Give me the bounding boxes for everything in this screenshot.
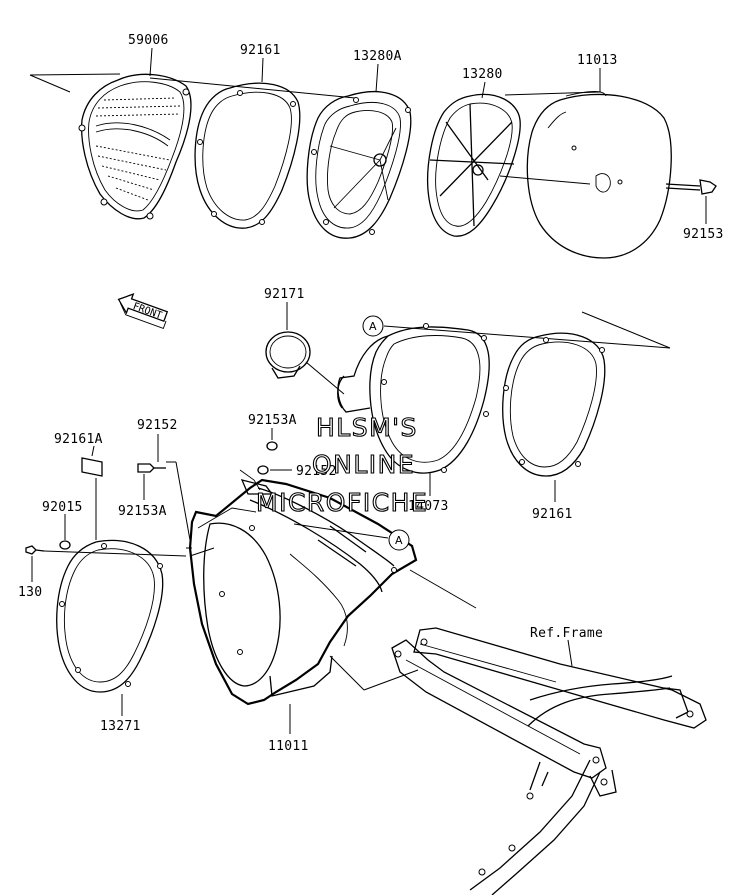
filter-holder xyxy=(306,91,412,239)
intake-duct xyxy=(337,323,490,474)
label-92153A-mid: 92153A xyxy=(248,413,297,428)
label-92153-right: 92153 xyxy=(683,227,724,242)
label-13280A: 13280A xyxy=(353,49,402,64)
label-130: 130 xyxy=(18,585,42,600)
label-ref-frame: Ref.Frame xyxy=(530,626,603,641)
label-92161-mid: 92161 xyxy=(532,507,573,522)
callout-a-lines xyxy=(383,311,671,349)
callout-a-bottom-text: A xyxy=(395,534,403,547)
air-filter-element xyxy=(78,73,192,220)
label-92152-mid: 92152 xyxy=(296,464,337,479)
label-92153A-left: 92153A xyxy=(118,504,167,519)
label-92161A: 92161A xyxy=(54,432,103,447)
watermark: HLSM'S ONLINE MICROFICHE xyxy=(255,412,428,517)
watermark-line1: HLSM'S xyxy=(316,413,418,442)
front-arrow-icon: FRONT xyxy=(117,293,169,330)
filter-cage xyxy=(426,93,591,237)
washer-92015 xyxy=(59,514,71,550)
label-92161-top: 92161 xyxy=(240,43,281,58)
label-59006: 59006 xyxy=(128,33,169,48)
bolt-92152-left xyxy=(137,434,191,541)
watermark-line2: ONLINE xyxy=(312,450,415,479)
air-box-cover xyxy=(526,91,672,259)
label-11011: 11011 xyxy=(268,739,309,754)
gasket-mid xyxy=(502,332,606,477)
watermark-line3: MICROFICHE xyxy=(256,488,428,517)
label-11013: 11013 xyxy=(577,53,618,68)
mid-small-bolts xyxy=(257,428,292,475)
gasket-top xyxy=(194,82,301,229)
label-92171: 92171 xyxy=(264,287,305,302)
top-guide-lines xyxy=(29,73,601,99)
label-13271: 13271 xyxy=(100,719,141,734)
label-14073: 14073 xyxy=(408,499,449,514)
callout-a-top: A xyxy=(362,315,384,337)
screw-130 xyxy=(25,545,45,582)
hose-clamp xyxy=(265,331,311,379)
label-13280: 13280 xyxy=(462,67,503,82)
frame xyxy=(391,627,707,895)
callout-a-bottom: A xyxy=(388,529,410,551)
label-92152-top: 92152 xyxy=(137,418,178,433)
callout-a-top-text: A xyxy=(369,320,377,333)
filter-mesh xyxy=(95,97,181,201)
cover-bolt xyxy=(665,179,717,224)
hose-92161A xyxy=(81,445,103,540)
gasket-13271 xyxy=(43,539,187,693)
label-92015: 92015 xyxy=(42,500,83,515)
